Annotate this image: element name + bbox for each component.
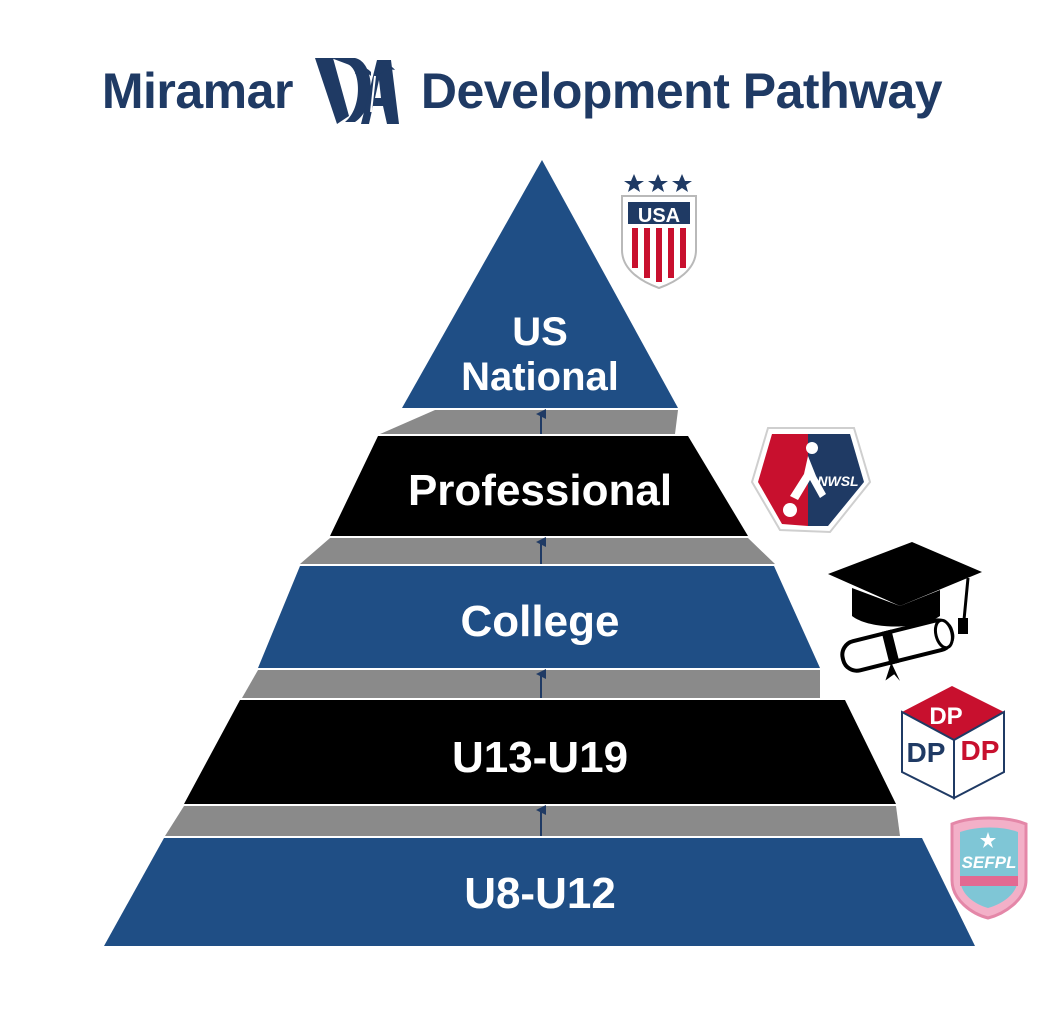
- sefpl-text: SEFPL: [962, 853, 1017, 872]
- tier-u8-u12: [104, 838, 975, 946]
- tier-label-college: College: [461, 597, 620, 646]
- dp-text-top: DP: [929, 703, 962, 730]
- connector-band: [165, 806, 900, 836]
- page-title: Miramar Development Pathway: [0, 52, 1044, 130]
- dp-text-right: DP: [961, 735, 1000, 766]
- tier-label-us-national-line2: National: [461, 355, 619, 399]
- connector-band: [380, 410, 678, 434]
- connector-band: [300, 538, 775, 564]
- tier-college: [258, 566, 820, 668]
- tier-us-national: [402, 160, 678, 408]
- tier-label-u8-u12: U8-U12: [464, 869, 616, 918]
- title-left: Miramar: [101, 63, 294, 119]
- tier-label-us-national-line1: US: [512, 310, 568, 354]
- nwsl-icon: NWSL: [750, 427, 872, 534]
- tier-label-u13-u19: U13-U19: [452, 733, 628, 782]
- dp-cube-icon: DP DP DP: [901, 686, 1005, 800]
- connector-band: [242, 670, 820, 698]
- title-right: Development Pathway: [420, 63, 943, 119]
- tier-professional: [330, 436, 748, 536]
- usa-crest-text: USA: [638, 205, 680, 227]
- usa-crest-icon: USA: [621, 174, 697, 290]
- dp-text-left: DP: [907, 737, 946, 768]
- graduation-cap-icon: [828, 542, 982, 681]
- sefpl-shield-icon: SEFPL: [950, 816, 1028, 920]
- tier-label-professional: Professional: [408, 466, 672, 515]
- tier-u13-u19: [184, 700, 896, 804]
- nwsl-text: NWSL: [817, 473, 858, 489]
- miramar-palm-logo: [314, 58, 399, 124]
